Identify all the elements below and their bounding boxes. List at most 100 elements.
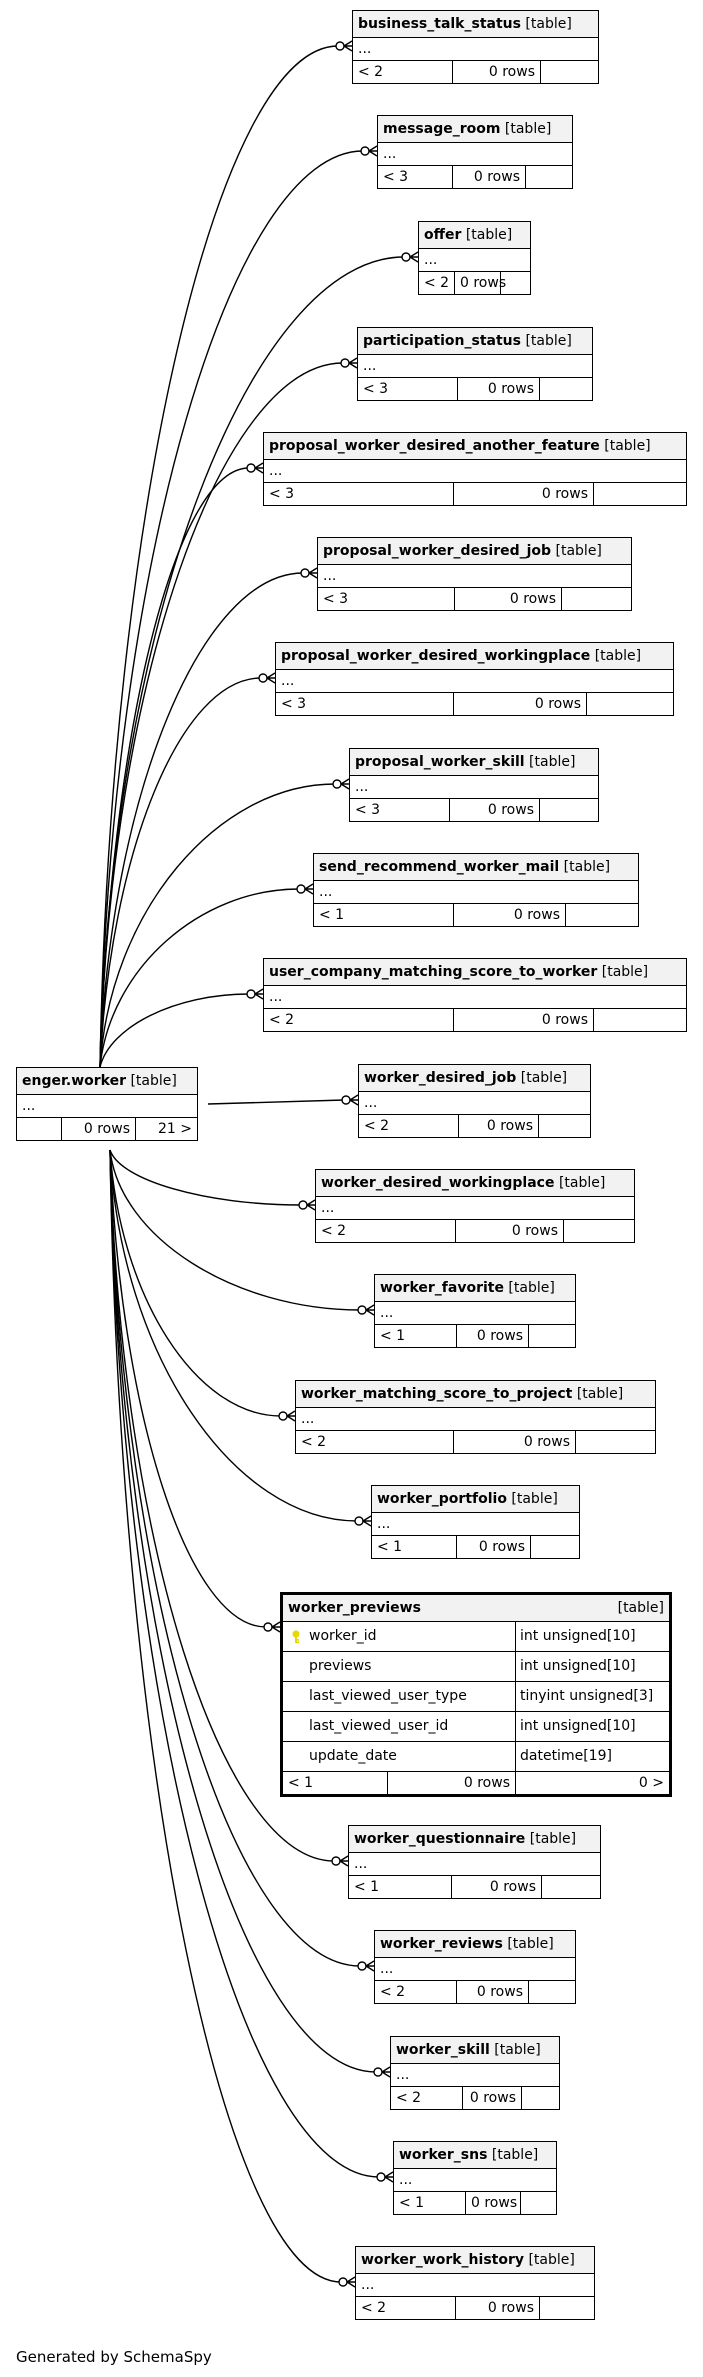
table-send-recommend-worker-mail[interactable]: send_recommend_worker_mail [table]...< 1… [313, 853, 639, 927]
relationship-edge [109, 1149, 282, 1417]
column-type: datetime[19] [520, 1748, 612, 1764]
table-name: proposal_worker_desired_another_feature [269, 438, 600, 454]
optional-marker [340, 358, 350, 368]
optional-marker [246, 989, 256, 999]
table-user-company-matching-score-to-worker[interactable]: user_company_matching_score_to_worker [t… [263, 958, 687, 1032]
relationship-edge [99, 783, 336, 1068]
table-header: proposal_worker_desired_another_feature … [264, 433, 686, 460]
table-type: [table] [520, 1070, 568, 1086]
table-proposal-worker-desired-workingplace[interactable]: proposal_worker_desired_workingplace [ta… [275, 642, 674, 716]
table-header: worker_sns [table] [394, 2142, 556, 2169]
table-type: [table] [555, 543, 602, 559]
table-children-cell [522, 2087, 559, 2109]
table-children-cell [521, 2192, 556, 2214]
table-name: send_recommend_worker_mail [319, 859, 560, 875]
optional-marker [341, 1095, 351, 1105]
table-placeholder: ... [296, 1408, 655, 1431]
table-placeholder: ... [350, 776, 598, 799]
table-placeholder: ... [359, 1092, 590, 1115]
table-header: worker_favorite [table] [375, 1275, 575, 1302]
table-worker-matching-score-to-project[interactable]: worker_matching_score_to_project [table]… [295, 1380, 656, 1454]
crows-foot-marker [254, 462, 264, 474]
table-name: worker_desired_job [364, 1070, 517, 1086]
optional-marker [298, 1200, 308, 1210]
table-placeholder: ... [358, 355, 592, 378]
table-rows: 0 rows [453, 61, 541, 83]
table-placeholder: ... [356, 2274, 594, 2297]
table-placeholder: ... [349, 1853, 600, 1876]
table-header: proposal_worker_desired_job [table] [318, 538, 631, 565]
main-table-worker[interactable]: enger.worker [table] ... 0 rows 21 > [16, 1067, 198, 1141]
column-name-text: previews [309, 1658, 372, 1674]
main-table-name: enger.worker [22, 1073, 126, 1089]
main-table-placeholder: ... [17, 1095, 197, 1118]
table-children-cell [539, 1115, 590, 1137]
crows-foot-marker [271, 1621, 281, 1633]
table-parents: < 3 [264, 483, 454, 505]
optional-marker [331, 1856, 341, 1866]
table-header: message_room [table] [378, 116, 572, 143]
focus-table-rows: 0 rows [388, 1772, 516, 1794]
table-name: worker_matching_score_to_project [301, 1386, 573, 1402]
focus-table-footer: < 1 0 rows 0 > [283, 1772, 669, 1794]
crows-foot-marker [266, 672, 276, 684]
table-parents: < 1 [375, 1325, 457, 1347]
column-type: int unsigned[10] [520, 1718, 636, 1734]
relationship-edge [99, 362, 344, 1068]
table-header: worker_desired_job [table] [359, 1065, 590, 1092]
table-type: [table] [508, 1280, 555, 1296]
crows-foot-marker [306, 1199, 316, 1211]
table-parents: < 1 [372, 1536, 457, 1558]
table-type: [table] [604, 438, 651, 454]
column-name: last_viewed_user_type [283, 1682, 516, 1711]
table-type: [table] [563, 859, 611, 875]
main-table-parents [17, 1118, 62, 1140]
optional-marker [300, 568, 310, 578]
table-name: worker_desired_workingplace [321, 1175, 555, 1191]
table-parents: < 3 [318, 588, 455, 610]
table-proposal-worker-desired-job[interactable]: proposal_worker_desired_job [table]...< … [317, 537, 632, 611]
table-proposal-worker-desired-another-feature[interactable]: proposal_worker_desired_another_feature … [263, 432, 687, 506]
crows-foot-marker [308, 567, 318, 579]
table-rows: 0 rows [459, 1115, 539, 1137]
table-placeholder: ... [375, 1302, 575, 1325]
table-name: message_room [383, 121, 501, 137]
table-worker-desired-workingplace[interactable]: worker_desired_workingplace [table]...< … [315, 1169, 635, 1243]
optional-marker [360, 146, 370, 156]
table-rows: 0 rows [457, 1325, 529, 1347]
table-rows: 0 rows [455, 272, 506, 294]
table-children-cell [501, 272, 530, 294]
table-type: [table] [601, 964, 649, 980]
table-placeholder: ... [318, 565, 631, 588]
table-type: [table] [594, 648, 642, 664]
main-table-footer: 0 rows 21 > [17, 1118, 197, 1140]
optional-marker [296, 884, 306, 894]
generated-by-label: Generated by SchemaSpy [16, 2348, 212, 2366]
table-parents: < 2 [419, 272, 455, 294]
table-children-cell [529, 1325, 575, 1347]
crows-foot-marker [340, 778, 350, 790]
crows-foot-marker [409, 251, 419, 263]
